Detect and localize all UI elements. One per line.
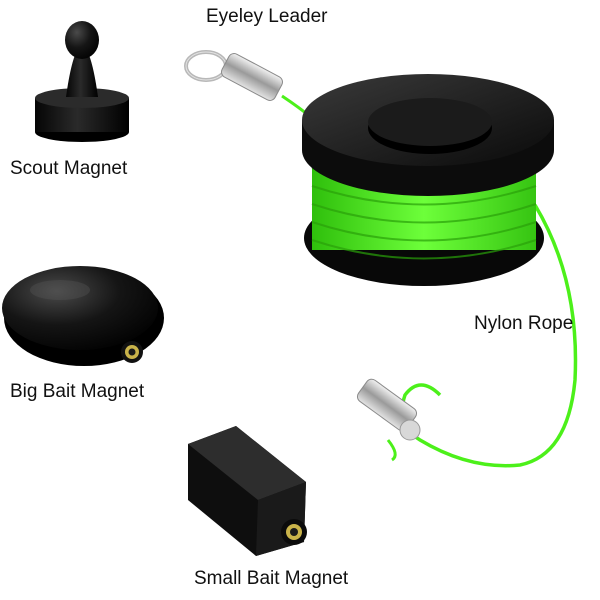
- nylon-rope: [400, 204, 578, 468]
- small-bait-magnet: [188, 426, 307, 556]
- big-bait-magnet: [2, 266, 164, 366]
- big-bait-magnet-label: Big Bait Magnet: [10, 381, 145, 402]
- scout-magnet: [35, 21, 129, 142]
- eyeley-leader-label: Eyeley Leader: [206, 6, 328, 27]
- nylon-rope-label: Nylon Rope: [474, 313, 574, 334]
- rope-spool: [302, 74, 554, 286]
- small-bait-magnet-label: Small Bait Magnet: [194, 568, 349, 589]
- rope-end-fitting: [356, 378, 421, 441]
- scout-magnet-label: Scout Magnet: [10, 158, 128, 179]
- eyeley-leader: [184, 50, 313, 120]
